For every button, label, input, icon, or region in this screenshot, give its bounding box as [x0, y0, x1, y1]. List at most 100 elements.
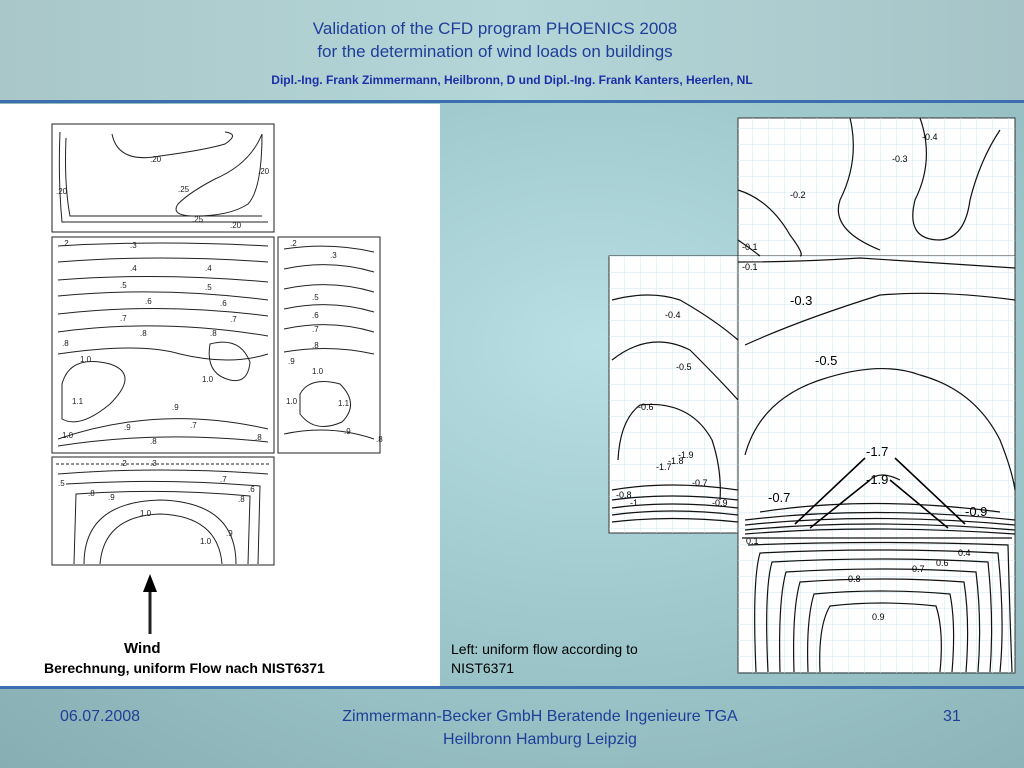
front-label: 1.0 [62, 431, 74, 440]
front-label: .3 [130, 241, 137, 250]
side-label: .3 [330, 251, 337, 260]
footer-company: Zimmermann-Becker GmbH Beratende Ingenie… [342, 708, 738, 725]
roof-label: .20 [56, 187, 68, 196]
side-label: .7 [312, 325, 319, 334]
cfd-side-label: -0.5 [676, 362, 692, 372]
bottom-label: .6 [248, 485, 255, 494]
leader-line [894, 457, 966, 525]
side-label: .9 [344, 427, 351, 436]
footer-page-number: 31 [943, 708, 961, 725]
front-label: .4 [130, 264, 137, 273]
front-label: .8 [140, 329, 147, 338]
bottom-label: .9 [108, 493, 115, 502]
side-label: 1.0 [312, 367, 324, 376]
right-figure-caption: Left: uniform flow according to NIST6371 [451, 641, 638, 676]
cfd-ground-label: 0.6 [936, 558, 949, 568]
left-figure-caption: Berechnung, uniform Flow nach NIST6371 [44, 660, 325, 676]
side-label: 1.0 [286, 397, 298, 406]
front-label: .7 [190, 421, 197, 430]
cfd-side-label: -0.8 [616, 490, 632, 500]
wind-label: Wind [124, 640, 161, 657]
front-label: 1.0 [202, 375, 214, 384]
cfd-side-label: -0.9 [712, 498, 728, 508]
front-label: .9 [124, 423, 131, 432]
roof-label: .25 [192, 215, 204, 224]
side-panel [277, 236, 381, 454]
leader-line [889, 479, 949, 529]
cfd-side-label: -0.4 [665, 310, 681, 320]
front-label: 1.1 [72, 397, 84, 406]
bottom-label: .3 [150, 459, 157, 468]
left-figure-panel: Wind .20 .25 .25 .20 .20 .20 .2 .3 .4 .4… [0, 104, 440, 686]
bottom-label: 1.0 [140, 509, 152, 518]
front-label: .8 [210, 329, 217, 338]
front-label: .8 [150, 437, 157, 446]
roof-label: .20 [230, 221, 242, 230]
cfd-side-label: -1.7 [656, 462, 672, 472]
slide-authors: Dipl.-Ing. Frank Zimmermann, Heilbronn, … [271, 73, 753, 87]
roof-label: .25 [178, 185, 190, 194]
side-label: .8 [376, 435, 383, 444]
footer-date: 06.07.2008 [60, 708, 141, 725]
cfd-side-label: -1 [630, 498, 638, 508]
roof-label: .20 [150, 155, 162, 164]
side-label: 1.1 [338, 399, 350, 408]
cfd-side-label: -1.8 [668, 456, 684, 466]
cfd-top-label: -0.3 [892, 154, 908, 164]
cfd-top-label: -0.4 [922, 132, 938, 142]
slide-title-line2: for the determination of wind loads on b… [317, 42, 673, 61]
bottom-label: .8 [88, 489, 95, 498]
side-label: .6 [312, 311, 319, 320]
front-label: .5 [120, 281, 127, 290]
front-label: .6 [145, 297, 152, 306]
bottom-label: 1.0 [200, 537, 212, 546]
cfd-ground-label: 0.9 [872, 612, 885, 622]
roof-panel [51, 123, 275, 233]
header-bar [0, 0, 1024, 100]
bottom-panel [51, 456, 275, 566]
bottom-label: .2 [120, 459, 127, 468]
bottom-label: .5 [58, 479, 65, 488]
cfd-front-label: -0.3 [790, 293, 812, 308]
roof-label: .20 [258, 167, 270, 176]
footer-locations: Heilbronn Hamburg Leipzig [443, 731, 637, 748]
bottom-label: .7 [220, 475, 227, 484]
cfd-top-label: -0.1 [742, 242, 758, 252]
cfd-ground-label: 0.7 [912, 564, 925, 574]
cfd-side-label: -0.6 [638, 402, 654, 412]
cfd-front-label: -0.5 [815, 353, 837, 368]
side-label: .8 [312, 341, 319, 350]
leader-line [809, 479, 871, 529]
side-label: .2 [290, 239, 297, 248]
cfd-front-label: -0.7 [768, 490, 790, 505]
front-label: .6 [220, 299, 227, 308]
cfd-front-label: -0.9 [965, 504, 987, 519]
cfd-ground-label: 0.1 [746, 536, 759, 546]
front-label: .8 [255, 433, 262, 442]
bottom-label: .9 [226, 529, 233, 538]
front-label: .2 [62, 239, 69, 248]
front-label: .8 [62, 339, 69, 348]
cfd-front-label: -1.7 [866, 444, 888, 459]
left-contour-figure: Wind .20 .25 .25 .20 .20 .20 .2 .3 .4 .4… [51, 123, 383, 657]
side-label: .5 [312, 293, 319, 302]
wind-arrow-head [143, 574, 157, 592]
front-label: .7 [230, 315, 237, 324]
footer-divider [0, 686, 1024, 689]
slide-title-line1: Validation of the CFD program PHOENICS 2… [312, 19, 678, 38]
front-label: .7 [120, 314, 127, 323]
front-panel [51, 236, 275, 454]
front-label: .5 [205, 283, 212, 292]
leader-line [794, 457, 866, 525]
cfd-front-label: -1.9 [866, 472, 888, 487]
cfd-top-label: -0.2 [790, 190, 806, 200]
side-label: .9 [288, 357, 295, 366]
header-divider [0, 100, 1024, 103]
front-label: .9 [172, 403, 179, 412]
cfd-ground-label: 0.4 [958, 548, 971, 558]
cfd-side-label: -1.9 [678, 450, 694, 460]
cfd-ground-label: 0.8 [848, 574, 861, 584]
cfd-side-label: -0.7 [692, 478, 708, 488]
bottom-label: .8 [238, 495, 245, 504]
